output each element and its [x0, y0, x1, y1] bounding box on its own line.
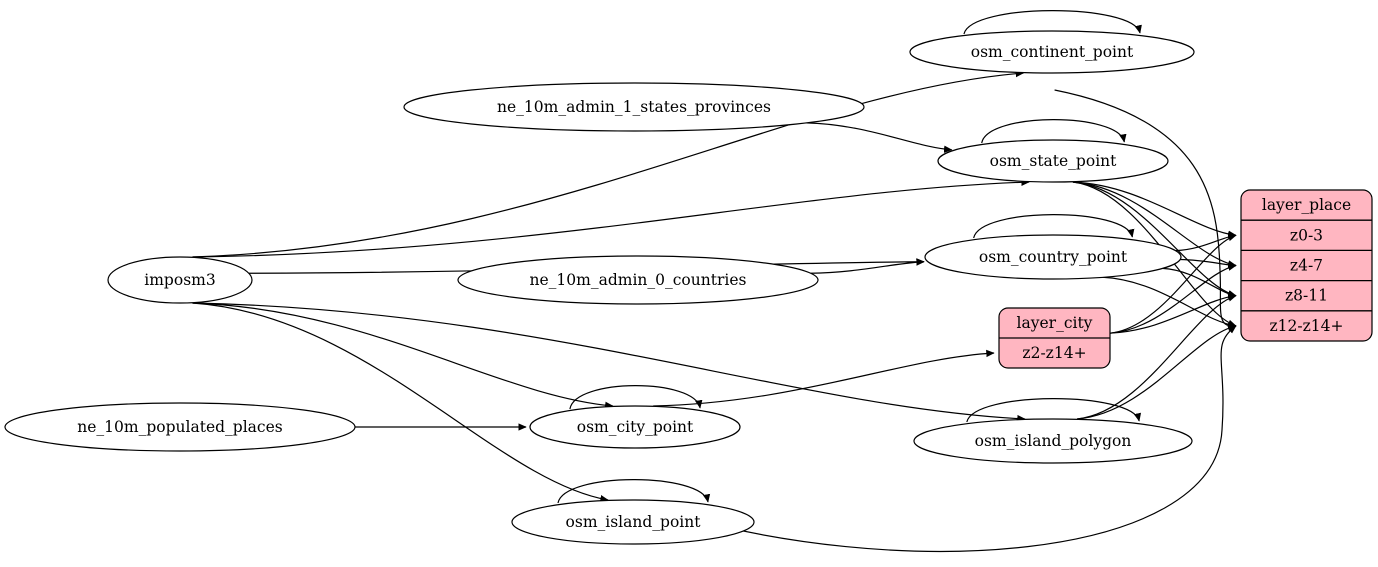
node-label-ne_10m_admin_1_states_provinces: ne_10m_admin_1_states_provinces	[497, 98, 771, 116]
record-layer_city[interactable]: layer_city z2-z14+	[998, 307, 1111, 369]
node-osm_city_point[interactable]: osm_city_point	[529, 405, 741, 449]
edge-self-osm_island_polygon	[966, 398, 1142, 423]
edge-imposm3-to-osm_continent_point	[192, 69, 1025, 258]
edge-osm_island_polygon-to-layer_place-z12-z14-	[1077, 323, 1237, 420]
node-osm_state_point[interactable]: osm_state_point	[937, 139, 1169, 183]
node-layer: imposm3 ne_10m_populated_places ne_10m_adm…	[4, 30, 1373, 545]
record-title-layer_place: layer_place	[1262, 196, 1351, 214]
edge-osm_state_point-to-layer_place-z4-7	[1072, 181, 1237, 268]
edge-layer	[192, 10, 1237, 553]
edge-osm_city_point-to-layer_city-z2-z14-	[653, 349, 995, 407]
node-shape-ne_10m_admin_0_countries	[457, 255, 819, 305]
node-shape-ne_10m_populated_places	[4, 402, 356, 452]
edge-self-osm_continent_point	[963, 10, 1142, 35]
record-title-layer_city: layer_city	[1017, 314, 1093, 332]
node-imposm3[interactable]: imposm3	[107, 256, 253, 304]
edge-layer_city-to-layer_place-z4-7	[1109, 263, 1237, 334]
edge-osm_country_point-to-layer_place-z12-z14-	[1102, 276, 1237, 329]
node-ne_10m_populated_places[interactable]: ne_10m_populated_places	[4, 402, 356, 452]
edge-layer_city-to-layer_place-z0-3	[1109, 234, 1237, 334]
node-label-osm_continent_point: osm_continent_point	[971, 43, 1134, 61]
edge-imposm3-to-osm_state_point	[192, 178, 1030, 258]
node-label-imposm3: imposm3	[144, 271, 215, 289]
record-layer_place[interactable]: layer_place z0-3 z4-7 z8-11 z12-z14+	[1240, 189, 1373, 342]
edge-ne_10m_admin_0_countries-to-osm_country_point	[810, 258, 925, 274]
record-row-layer_place-z8-11[interactable]: z8-11	[1285, 287, 1328, 305]
edge-osm_country_point-to-layer_place-z8-11	[1162, 267, 1237, 299]
node-label-ne_10m_populated_places: ne_10m_populated_places	[77, 418, 282, 436]
node-shape-osm_state_point	[937, 139, 1169, 183]
record-row-layer_place-z12-z14+[interactable]: z12-z14+	[1269, 317, 1343, 335]
record-row-layer_place-z0-3[interactable]: z0-3	[1290, 226, 1323, 244]
node-ne_10m_admin_1_states_provinces[interactable]: ne_10m_admin_1_states_provinces	[403, 82, 865, 132]
node-shape-ne_10m_admin_1_states_provinces	[403, 82, 865, 132]
node-label-osm_country_point: osm_country_point	[979, 248, 1128, 266]
node-shape-osm_island_polygon	[913, 418, 1193, 464]
node-shape-osm_country_point	[924, 234, 1182, 280]
node-osm_country_point[interactable]: osm_country_point	[924, 234, 1182, 280]
node-label-ne_10m_admin_0_countries: ne_10m_admin_0_countries	[530, 271, 747, 289]
node-label-osm_island_polygon: osm_island_polygon	[975, 432, 1132, 450]
edge-imposm3-to-osm_island_polygon	[192, 302, 1026, 423]
node-label-osm_city_point: osm_city_point	[577, 418, 694, 436]
edge-self-osm_island_point	[557, 479, 711, 504]
node-shape-osm_island_point	[511, 499, 755, 545]
node-ne_10m_admin_0_countries[interactable]: ne_10m_admin_0_countries	[457, 255, 819, 305]
node-shape-imposm3	[107, 256, 253, 304]
edge-self-osm_city_point	[569, 385, 703, 410]
edge-self-osm_country_point	[973, 214, 1135, 239]
edge-osm_island_point-to-layer_place-z12-z14-	[653, 325, 1237, 553]
edge-self-osm_state_point	[981, 119, 1127, 144]
node-osm_island_polygon[interactable]: osm_island_polygon	[913, 418, 1193, 464]
node-label-osm_island_point: osm_island_point	[566, 513, 702, 531]
edge-ne_10m_admin_1_states_provinces-to-osm_state_point	[806, 122, 953, 153]
node-osm_continent_point[interactable]: osm_continent_point	[909, 30, 1195, 74]
edge-imposm3-to-osm_island_point	[192, 302, 609, 503]
node-shape-osm_city_point	[529, 405, 741, 449]
node-shape-osm_continent_point	[909, 30, 1195, 74]
edge-osm_island_polygon-to-layer_place-z8-11	[1077, 294, 1237, 420]
edge-layer_city-to-layer_place-z8-11	[1109, 292, 1237, 334]
record-row-layer_city-z2-z14+[interactable]: z2-z14+	[1022, 344, 1086, 362]
edge-imposm3-to-osm_city_point	[192, 302, 614, 409]
node-osm_island_point[interactable]: osm_island_point	[511, 499, 755, 545]
edge-osm_state_point-to-layer_place-z8-11	[1072, 181, 1237, 298]
record-row-layer_place-z4-7[interactable]: z4-7	[1290, 257, 1323, 275]
edge-osm_continent_point-to-layer_place-z12-z14-	[1054, 89, 1237, 331]
edge-osm_state_point-to-layer_place-z0-3	[1072, 181, 1237, 239]
record-box-layer_place	[1240, 189, 1373, 342]
node-label-osm_state_point: osm_state_point	[990, 152, 1118, 170]
